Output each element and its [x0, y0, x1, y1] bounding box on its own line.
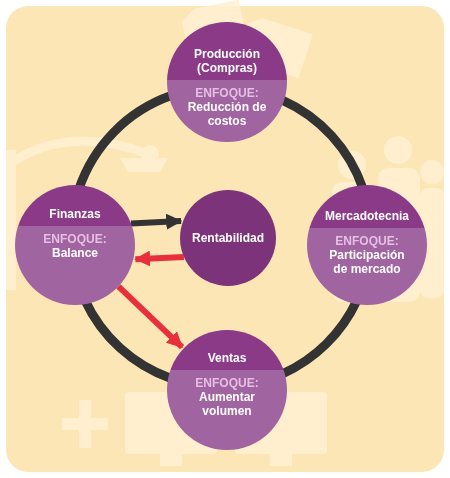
process-circle: FinanzasENFOQUE:Balance — [15, 185, 135, 305]
flow-arrow — [118, 286, 182, 347]
flow-arrow — [135, 257, 184, 259]
cycle-connector — [79, 96, 171, 189]
circle-top-half: Mercadotecnia — [307, 185, 427, 228]
circle-body: Rentabilidad — [180, 190, 276, 286]
node-heading: Mercadotecnia — [325, 209, 409, 223]
process-circle: VentasENFOQUE:Aumentar volumen — [167, 330, 287, 450]
node-heading: Producción (Compras) — [185, 47, 269, 75]
focus-label: ENFOQUE: — [195, 86, 258, 100]
focus-label: ENFOQUE: — [335, 234, 398, 248]
focus-value: Balance — [52, 246, 98, 260]
circle-bottom-half: ENFOQUE:Participación de mercado — [307, 228, 427, 305]
circle-bottom-half: ENFOQUE:Reducción de costos — [167, 80, 287, 142]
node-heading: Rentabilidad — [192, 231, 264, 245]
cycle-connector — [282, 100, 363, 189]
circle-bottom-half: ENFOQUE:Balance — [15, 226, 135, 305]
circle-top-half: Producción (Compras) — [167, 22, 287, 80]
background-panel — [6, 6, 444, 472]
focus-value: Participación de mercado — [325, 248, 409, 276]
flow-arrow — [131, 221, 181, 223]
process-circle: Producción (Compras) ENFOQUE:Reducción de… — [167, 22, 287, 142]
circle-top-half: Finanzas — [15, 185, 135, 226]
focus-label: ENFOQUE: — [43, 232, 106, 246]
focus-value: Reducción de costos — [185, 100, 269, 128]
focus-label: ENFOQUE: — [195, 376, 258, 390]
process-circle: Rentabilidad — [180, 190, 276, 286]
focus-value: Aumentar volumen — [185, 390, 269, 418]
circle-top-half: Ventas — [167, 330, 287, 370]
faded-icons — [6, 0, 444, 466]
cycle-connector — [282, 301, 357, 374]
circle-bottom-half: ENFOQUE:Aumentar volumen — [167, 370, 287, 450]
node-heading: Ventas — [208, 351, 247, 365]
process-circle: MercadotecniaENFOQUE:Participación de me… — [307, 185, 427, 305]
node-heading: Finanzas — [49, 207, 100, 221]
plus-symbol — [62, 400, 108, 448]
cycle-connector — [85, 301, 170, 379]
